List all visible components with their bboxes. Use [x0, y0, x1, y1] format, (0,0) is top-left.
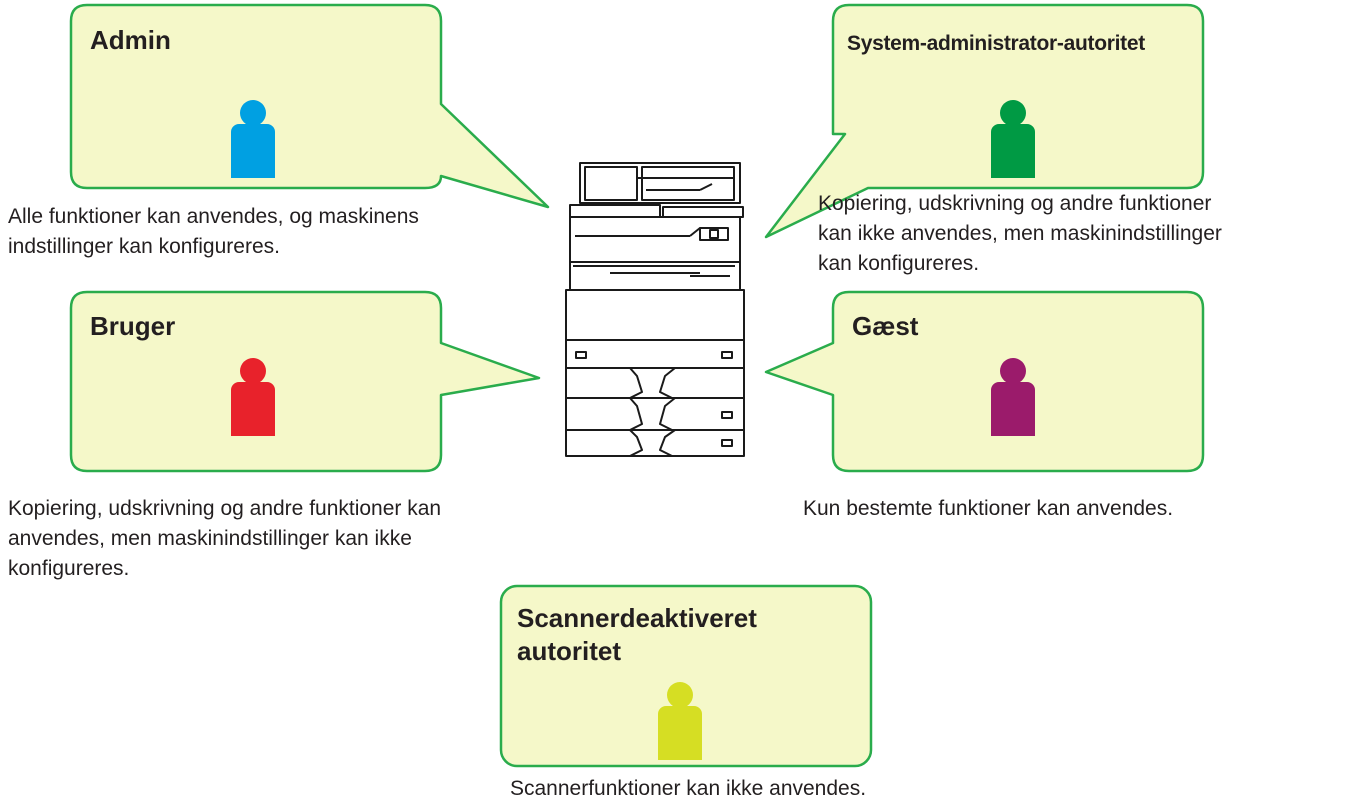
- description-line: Kun bestemte funktioner kan anvendes.: [803, 497, 1174, 520]
- role-title-bruger: Bruger: [90, 311, 176, 341]
- person-icon-bruger-head: [240, 358, 266, 384]
- description-line: Kopiering, udskrivning og andre funktion…: [818, 192, 1212, 215]
- description-line: Scannerfunktioner kan ikke anvendes.: [510, 777, 867, 800]
- person-icon-scanner-torso: [658, 706, 702, 760]
- role-title-scanner-line-1: Scannerdeaktiveret: [517, 603, 757, 633]
- role-title-admin: Admin: [90, 25, 171, 55]
- multifunction-printer-icon: [565, 162, 745, 457]
- description-line: konfigureres.: [8, 557, 130, 580]
- person-icon-bruger-torso: [231, 382, 275, 436]
- role-title-scanner-deaktiveret: Scannerdeaktiveret autoritet: [517, 602, 757, 668]
- description-line: kan konfigureres.: [818, 252, 980, 275]
- bubble-admin: [69, 3, 550, 209]
- role-description-admin: Alle funktioner kan anvendes, og maskine…: [8, 202, 419, 262]
- bubble-scanner-deaktiveret: [499, 584, 873, 768]
- person-icon-admin: [231, 100, 275, 180]
- person-icon-scanner-deaktiveret: [658, 682, 702, 762]
- person-icon-bruger: [231, 358, 275, 438]
- role-description-system-administrator: Kopiering, udskrivning og andre funktion…: [818, 189, 1222, 279]
- bubble-system-administrator: [764, 3, 1205, 239]
- person-icon-admin-head: [240, 100, 266, 126]
- description-line: Alle funktioner kan anvendes, og maskine…: [8, 205, 419, 228]
- bubble-bruger: [69, 290, 541, 473]
- person-icon-system-administrator-head: [1000, 100, 1026, 126]
- person-icon-gaest: [991, 358, 1035, 438]
- description-line: Kopiering, udskrivning og andre funktion…: [8, 497, 442, 520]
- role-description-gaest: Kun bestemte funktioner kan anvendes.: [803, 494, 1173, 524]
- person-icon-scanner-head: [667, 682, 693, 708]
- role-description-bruger: Kopiering, udskrivning og andre funktion…: [8, 494, 441, 584]
- person-icon-gaest-torso: [991, 382, 1035, 436]
- description-line: kan ikke anvendes, men maskinindstilling…: [818, 222, 1222, 245]
- role-title-gaest: Gæst: [852, 311, 919, 341]
- bubble-gaest: [764, 290, 1205, 473]
- person-icon-system-administrator: [991, 100, 1035, 180]
- role-title-scanner-line-2: autoritet: [517, 636, 621, 666]
- description-line: indstillinger kan konfigureres.: [8, 235, 280, 258]
- role-description-scanner-deaktiveret: Scannerfunktioner kan ikke anvendes.: [510, 774, 866, 804]
- person-icon-system-administrator-torso: [991, 124, 1035, 178]
- person-icon-admin-torso: [231, 124, 275, 178]
- role-title-system-administrator: System-administrator-autoritet: [847, 32, 1145, 55]
- description-line: anvendes, men maskinindstillinger kan ik…: [8, 527, 412, 550]
- person-icon-gaest-head: [1000, 358, 1026, 384]
